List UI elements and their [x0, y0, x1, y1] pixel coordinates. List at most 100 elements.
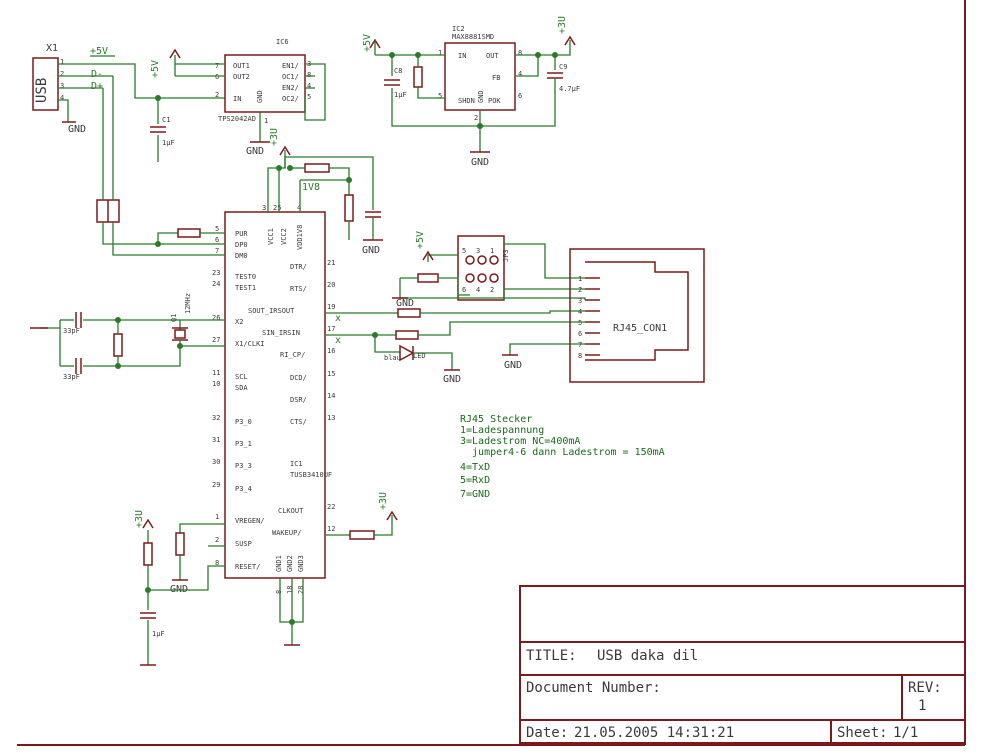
ic1-pin-num: 10 [212, 380, 220, 388]
ic1-pin-num: 22 [327, 503, 335, 511]
ic1-pin-num: 7 [215, 247, 219, 255]
doc-number-label: Document Number: [526, 680, 661, 696]
ic1-pin-18: 18 [286, 586, 294, 594]
ic2-value: MAX8881SMD [452, 33, 494, 41]
c1-value: 1µF [162, 139, 175, 147]
date-label: Date: [526, 725, 568, 741]
ic2-max8881: IC2 MAX8881SMD IN SHDN OUT FB POK GND 1 … [438, 25, 522, 122]
ic1-pin-name: WAKEUP/ [272, 529, 302, 537]
ic1-pin-name: TEST1 [235, 284, 256, 292]
jp3-pin-5: 5 [462, 247, 466, 255]
ic1-pin-num: 1 [215, 513, 219, 521]
ic1-pin-num: 20 [327, 281, 335, 289]
ic1-pin-name: SOUT_IRSOUT [248, 307, 295, 315]
rj45-pin-7: 7 [578, 341, 582, 349]
ic6-pin-1: 1 [264, 117, 268, 125]
ic6-wires: +5V GND [150, 48, 326, 157]
capacitor-c1: C1 1µF [150, 98, 175, 162]
ic1-pin-8-gnd: 8 [275, 590, 283, 594]
c8-ref: C8 [394, 67, 402, 75]
ic1-pin-num: 15 [327, 370, 335, 378]
ic2-pin-4: 4 [518, 70, 522, 78]
ic1-left-pins: PUR DP0 DM0 TEST0 TEST1 X2 X1/CLKI SCL S… [212, 225, 265, 571]
ic1-pin-name: SUSP [235, 540, 252, 548]
rj45-pin-4: 4 [578, 308, 582, 316]
x1-ref: X1 [46, 43, 58, 54]
ic6-pin-5: 5 [307, 93, 311, 101]
ic6-pin-7: 7 [215, 62, 219, 70]
c5-value: 33pF [63, 327, 80, 335]
ic6-pin-6: 6 [215, 73, 219, 81]
ic1-pin-name: RI_CP/ [280, 351, 305, 359]
jp3-wires: +5V GND GND [392, 231, 586, 371]
ic1-pin-num: 19 [327, 303, 335, 311]
ic6-ref: IC6 [276, 38, 289, 46]
ic6-en2: EN2/ [282, 84, 299, 92]
rev-label: REV: [908, 680, 942, 696]
note-line: 5=RxD [460, 475, 490, 486]
ic1-pin-num: 8 [215, 559, 219, 567]
date-value: 21.05.2005 14:31:21 [574, 725, 734, 741]
ic1-pin-num: 21 [327, 259, 335, 267]
jp3-pin-3: 3 [476, 247, 480, 255]
ic1-pin-num: 14 [327, 392, 335, 400]
ic1-pin-name: P3_0 [235, 418, 252, 426]
ic1-ref: IC1 [290, 460, 303, 468]
ic1-pin-num: 26 [212, 314, 220, 322]
c1-ref: C1 [162, 116, 170, 124]
title-label: TITLE: [526, 648, 577, 664]
ic1-pin-name: SDA [235, 384, 248, 392]
ic1-pin-name: SIN_IRSIN [262, 329, 300, 337]
ic1-pin-name: P3_4 [235, 485, 252, 493]
ic1-value: TUSB3410UF [290, 471, 332, 479]
ic1-pin-name: VREGEN/ [235, 517, 265, 525]
wakeup-3v-net: +3U [378, 492, 389, 510]
ic6-out2: OUT2 [233, 73, 250, 81]
gnd-label-ic1-top: GND [362, 245, 380, 256]
rj45-pin-2: 2 [578, 286, 582, 294]
note-line: RJ45 Stecker [460, 414, 532, 425]
ic6-pin-8: 8 [307, 71, 311, 79]
c9-value: 4.7µF [559, 85, 580, 93]
ic1-vcc1: VCC1 [267, 228, 275, 245]
gnd-label-ic6: GND [246, 146, 264, 157]
ic2-pok: POK [488, 97, 501, 105]
note-line: 3=Ladestrom NC=400mA [460, 436, 580, 447]
rj45-pin-6: 6 [578, 330, 582, 338]
ic1-pin-name: CLKOUT [278, 507, 304, 515]
ic1-pin-4: 4 [297, 204, 301, 212]
jp3-5v-net: +5V [415, 231, 426, 249]
ic1-pin-28: 28 [297, 586, 305, 594]
ic1-pin-25: 25 [273, 204, 281, 212]
jp3-pin-4: 4 [476, 286, 480, 294]
reset-3v-net: +3U [134, 510, 145, 528]
ic6-5v-net: +5V [150, 60, 161, 78]
ic6-gnd-pin: GND [256, 90, 264, 103]
q1-value: 12MHz [184, 293, 192, 314]
ic1-pin-name: PUR [235, 230, 248, 238]
q1-ref: Q1 [170, 314, 178, 322]
note-line: 1=Ladespannung [460, 425, 544, 436]
rj45-pin-8: 8 [578, 352, 582, 360]
note-line: jumper4-6 dann Ladestrom = 150mA [460, 447, 665, 458]
x1-pin-4: 4 [60, 94, 64, 102]
ic2-3v-net: +3U [557, 16, 568, 34]
gnd-label-led: GND [443, 374, 461, 385]
note-line: 4=TxD [460, 462, 490, 473]
ic1-pin-name: DM0 [235, 252, 248, 260]
ic1-pin-num: 17 [327, 325, 335, 333]
ic2-fb: FB [492, 74, 500, 82]
gnd-label-rj45: GND [504, 360, 522, 371]
ic6-tps2042ad: IC6 TPS2042AD OUT1 OUT2 IN EN1/ OC1/ EN2… [215, 38, 311, 125]
ic1-1v8-net: 1V8 [302, 182, 320, 193]
x1-pin-1: 1 [60, 58, 64, 66]
notes-block: RJ45 Stecker 1=Ladespannung 3=Ladestrom … [460, 414, 665, 500]
x1-pin-2: 2 [60, 70, 64, 78]
ic1-gnd2: GND2 [286, 555, 294, 572]
ic1-pin-num: 13 [327, 414, 335, 422]
ic2-5v-net: +5V [362, 34, 373, 52]
ic2-out: OUT [486, 52, 499, 60]
ic1-wires: +3U 1V8 GND Q1 1 2 [30, 76, 585, 666]
rj45-pin-5: 5 [578, 319, 582, 327]
